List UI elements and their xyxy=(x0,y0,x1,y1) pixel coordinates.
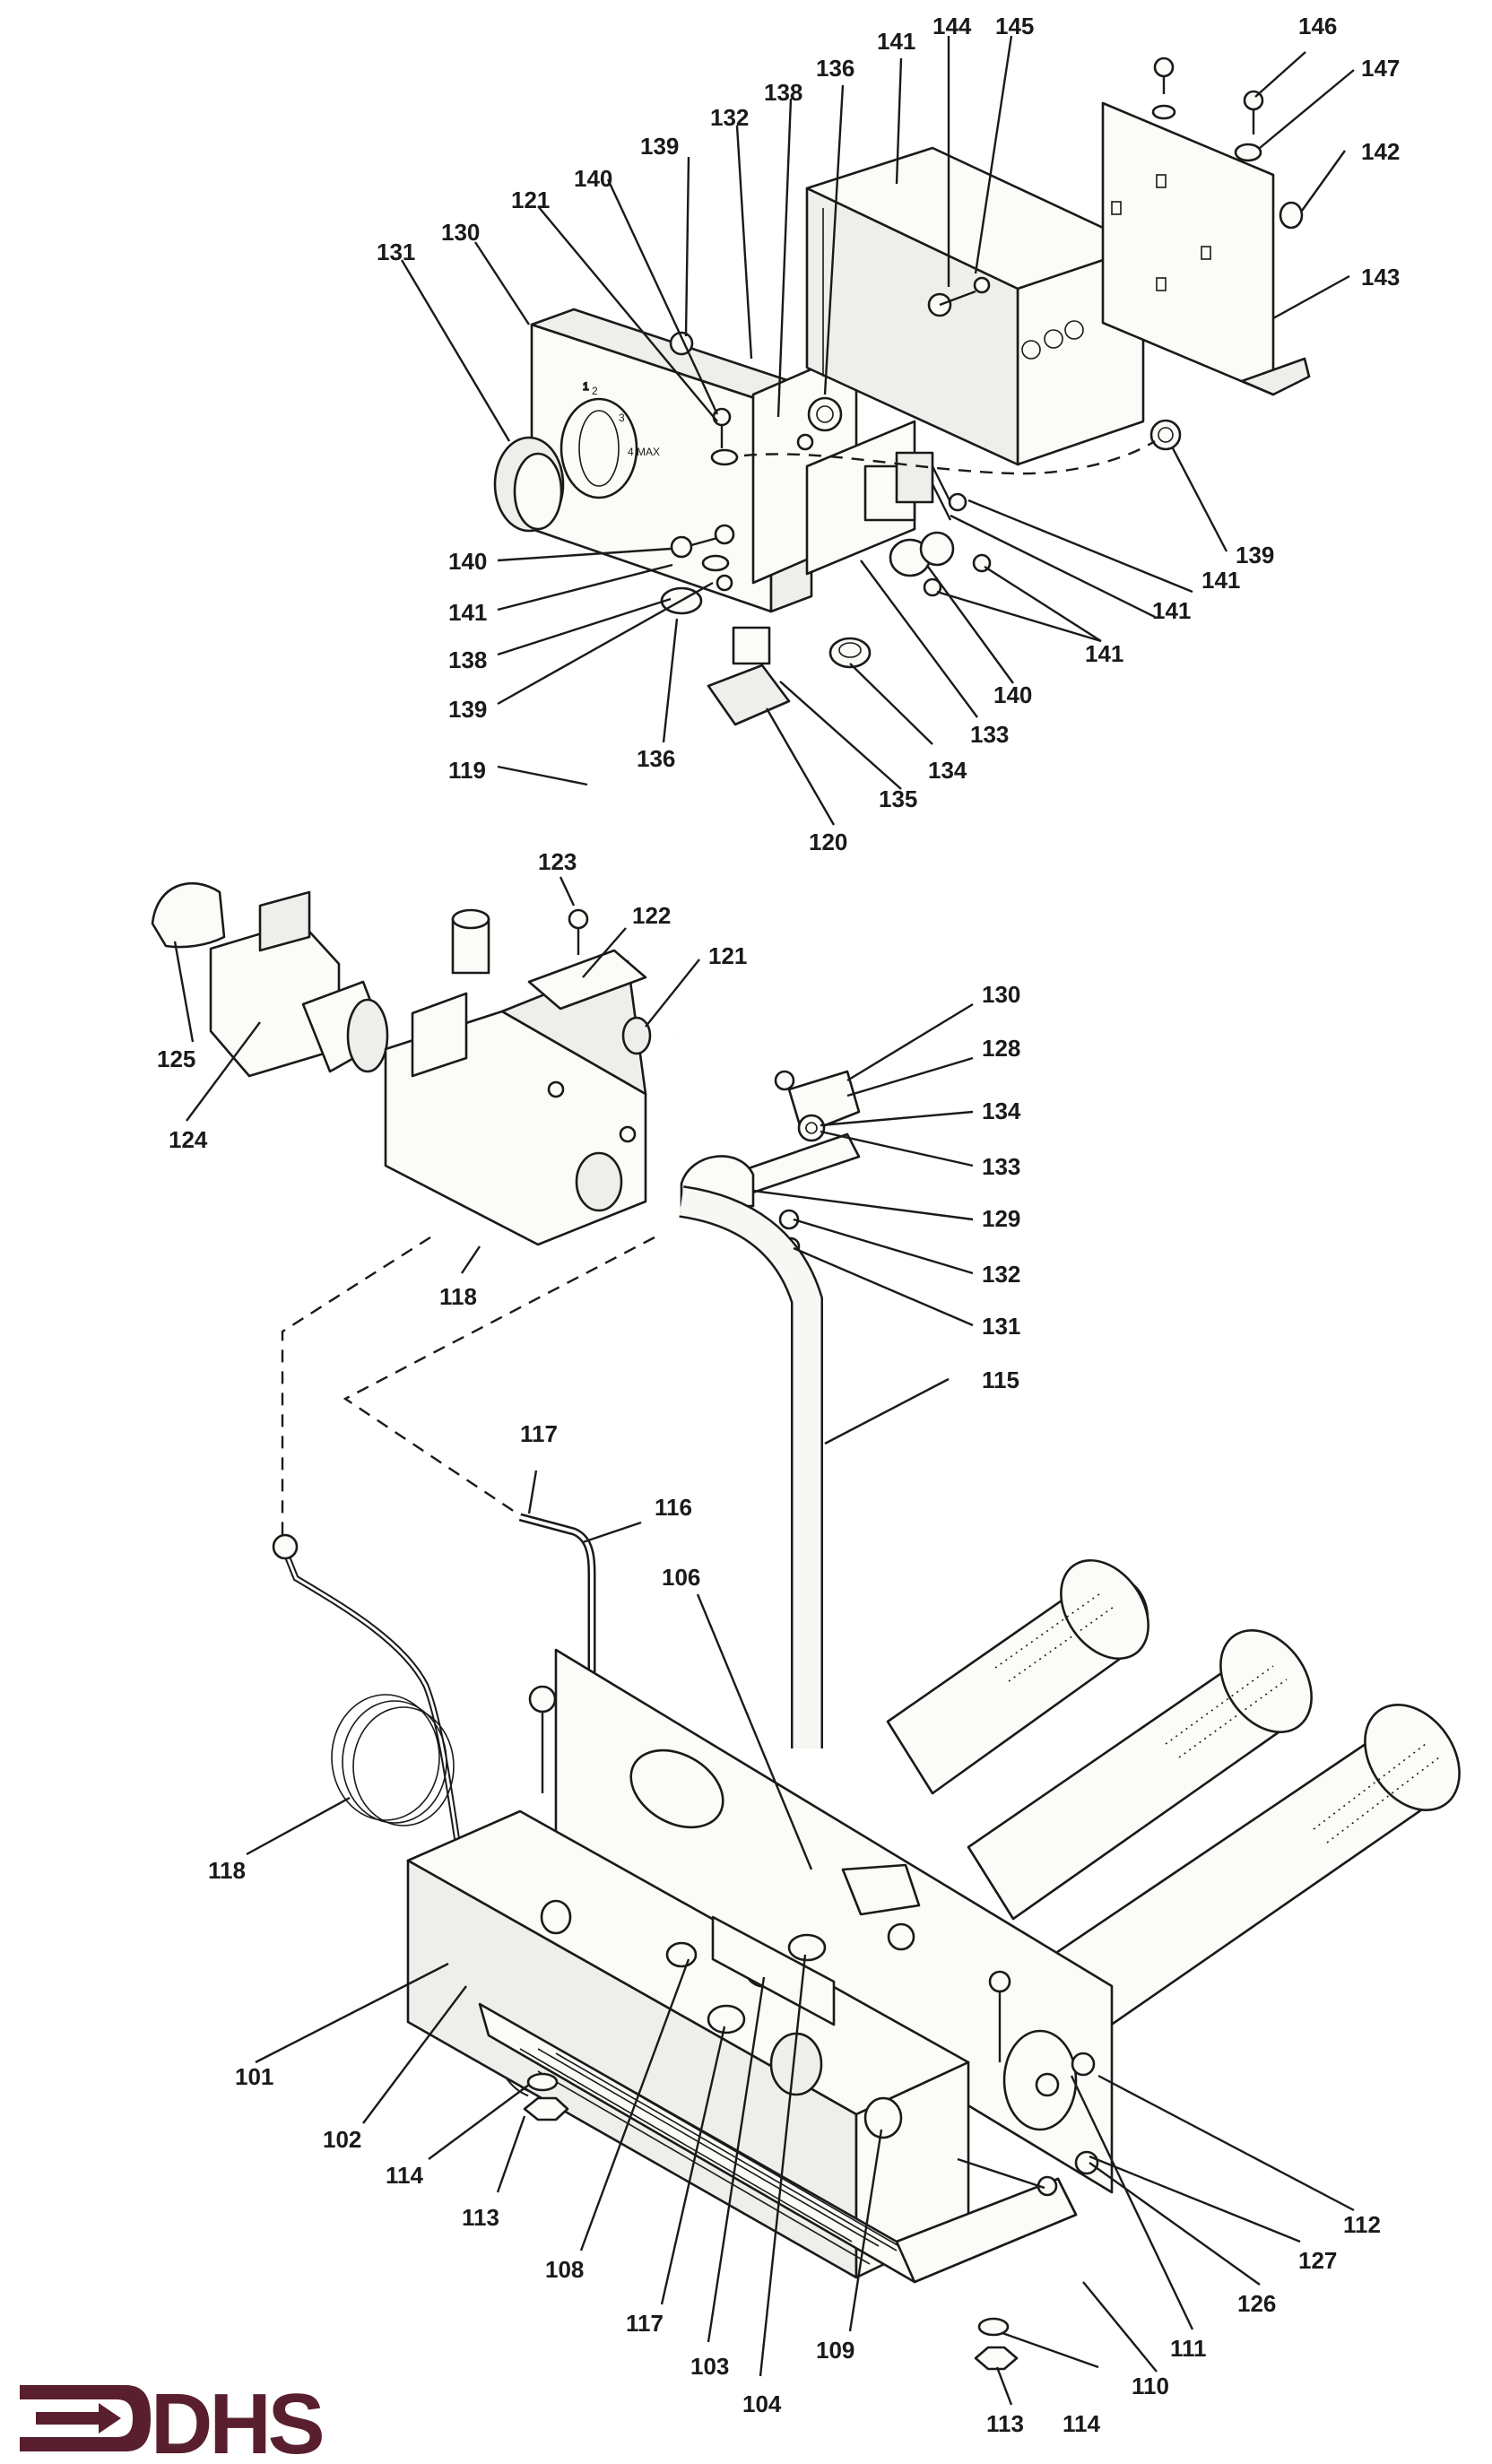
callout-115: 115 xyxy=(982,1366,1019,1393)
callout-109: 109 xyxy=(816,2337,854,2364)
callout-152: 139 xyxy=(640,133,679,160)
callout-130: 129 xyxy=(982,1205,1020,1232)
callout-136: 130 xyxy=(441,219,480,246)
callout-134: 133 xyxy=(982,1153,1020,1180)
callout-103: 103 xyxy=(690,2353,729,2380)
callout-118: 118 xyxy=(208,1857,246,1884)
callout-112: 112 xyxy=(1343,2211,1381,2238)
callout-116: 116 xyxy=(655,1494,692,1521)
callout-113b: 113 xyxy=(986,2410,1024,2437)
callout-148: 141 xyxy=(1085,640,1123,667)
leader-lines xyxy=(173,35,1355,2406)
callout-108: 108 xyxy=(545,2256,584,2283)
callout-147: 140 xyxy=(993,681,1032,708)
callout-135: 134 xyxy=(982,1098,1021,1124)
callout-127: 126 xyxy=(1237,2290,1276,2317)
callout-125: 124 xyxy=(169,1126,208,1153)
callout-151: 138 xyxy=(764,79,802,106)
callout-141c: 136 xyxy=(637,745,675,772)
callout-128: 127 xyxy=(1298,2247,1337,2274)
logo-text: DHS xyxy=(151,2376,323,2464)
callout-150: 141 xyxy=(1152,597,1191,624)
burner-manifold-assembly xyxy=(406,1558,1461,2371)
callout-141: 136 xyxy=(816,55,854,82)
callout-117: 117 xyxy=(520,1420,558,1447)
callout-145: 139 xyxy=(448,696,487,723)
callout-117b: 117 xyxy=(626,2310,664,2337)
dhs-logo: DHS xyxy=(20,2376,326,2464)
callout-133: 132 xyxy=(982,1261,1020,1288)
callout-119: 118 xyxy=(439,1283,477,1310)
callout-labels: 144 145 141 136 138 132 139 140 121 130 … xyxy=(157,13,1400,2437)
callout-149: 141 xyxy=(1201,567,1240,594)
svg-text:4 MAX: 4 MAX xyxy=(628,446,660,458)
callout-162: 147 xyxy=(1361,55,1400,82)
callout-157: 143 xyxy=(1361,264,1400,291)
svg-text:2: 2 xyxy=(592,385,598,397)
callout-139: 132 xyxy=(710,104,749,131)
control-box-assembly: 1 2 3 4 MAX xyxy=(493,56,1311,726)
svg-text:3: 3 xyxy=(619,412,625,424)
svg-text:1: 1 xyxy=(583,380,589,393)
gas-valve-assembly xyxy=(151,881,652,1246)
callout-113: 113 xyxy=(462,2204,499,2231)
callout-155: 141 xyxy=(448,599,487,626)
callout-158: 142 xyxy=(1361,138,1400,165)
callout-106: 106 xyxy=(662,1564,700,1591)
callout-114: 114 xyxy=(386,2162,423,2189)
callout-126: 125 xyxy=(157,1045,195,1072)
callout-142: 139 xyxy=(1236,542,1274,568)
callout-120: 119 xyxy=(448,757,486,784)
callout-153: 140 xyxy=(574,165,612,192)
callout-110: 110 xyxy=(1132,2373,1169,2399)
callout-122: 121 xyxy=(708,942,747,969)
callout-101: 101 xyxy=(235,2063,273,2090)
callout-129: 128 xyxy=(982,1035,1020,1062)
callout-131: 130 xyxy=(982,981,1020,1008)
callout-123: 122 xyxy=(632,902,671,929)
callout-143: 121 xyxy=(511,187,550,213)
callout-121: 120 xyxy=(809,829,847,855)
callout-144: 138 xyxy=(448,646,487,673)
callout-140: 133 xyxy=(970,721,1009,748)
callout-124: 123 xyxy=(538,848,577,875)
callout-104: 104 xyxy=(742,2390,782,2417)
callout-156: 141 xyxy=(877,28,915,55)
callout-111: 111 xyxy=(1170,2335,1207,2362)
callout-160: 145 xyxy=(995,13,1034,39)
callout-138: 131 xyxy=(377,239,415,265)
callout-114b: 114 xyxy=(1063,2410,1100,2437)
callout-102: 102 xyxy=(323,2126,361,2153)
callout-132: 131 xyxy=(982,1313,1020,1340)
callout-154: 140 xyxy=(448,548,487,575)
callout-159: 144 xyxy=(932,13,972,39)
callout-161: 146 xyxy=(1298,13,1337,39)
callout-141b: 134 xyxy=(928,757,967,784)
callout-146: 135 xyxy=(879,785,917,812)
